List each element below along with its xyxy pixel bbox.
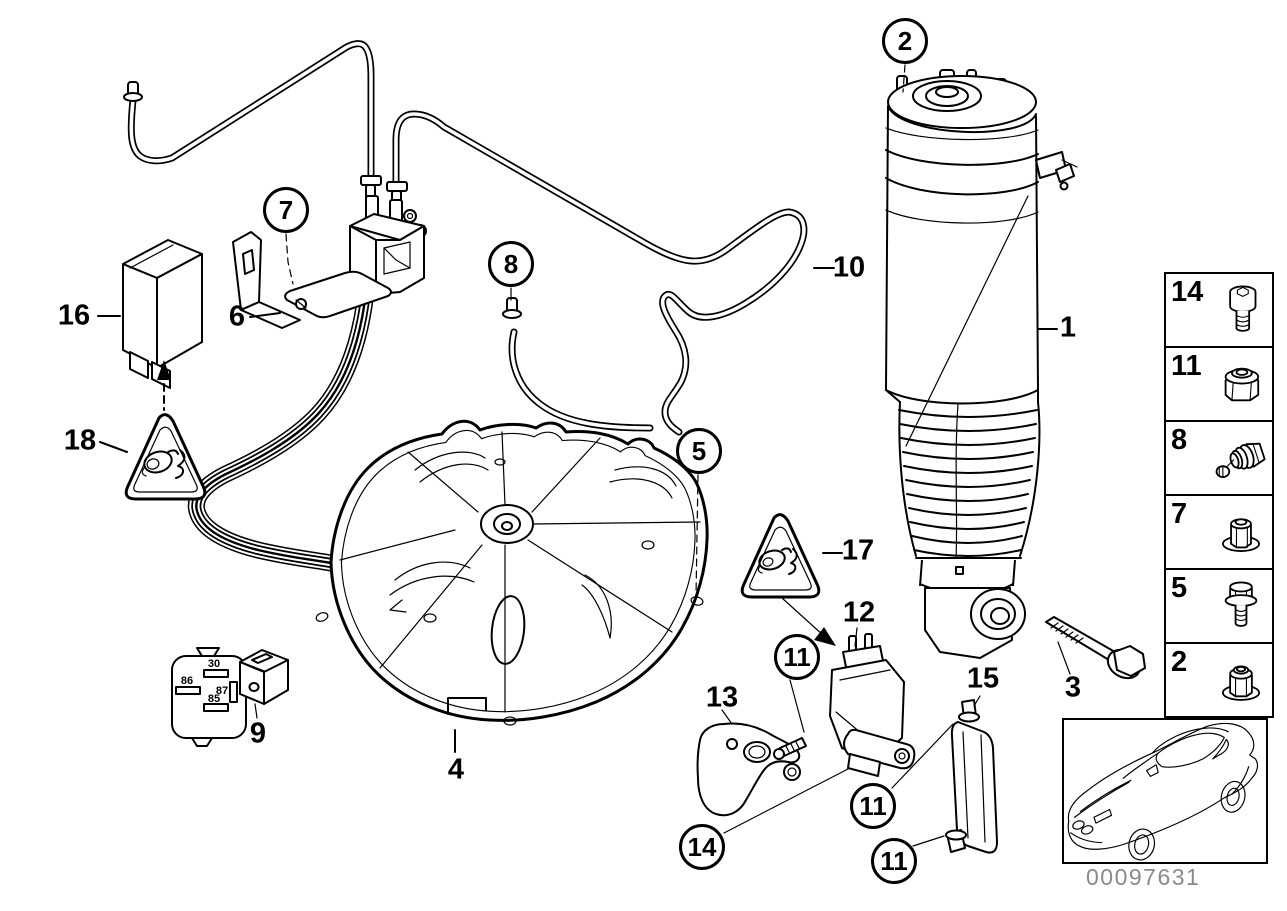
fastener-number: 2: [1171, 646, 1188, 678]
sensor-bracket: [696, 722, 807, 817]
fastener-row-2[interactable]: 2: [1166, 642, 1272, 716]
lock-nut-icon: [1212, 353, 1270, 415]
fastener-row-7[interactable]: 7: [1166, 494, 1272, 568]
fastener-legend: 14 11: [1164, 272, 1274, 718]
callout-circle-14[interactable]: 14: [679, 824, 725, 870]
fastener-row-5[interactable]: 5: [1166, 568, 1272, 642]
pin-label-87: 87: [215, 685, 229, 697]
socket-head-screw-icon: [1212, 279, 1270, 341]
callout-12[interactable]: 12: [842, 596, 876, 629]
bracket-6: [232, 231, 392, 329]
image-code: 00097631: [1086, 864, 1201, 890]
callout-1[interactable]: 1: [1059, 311, 1077, 344]
callout-9[interactable]: 9: [249, 717, 267, 750]
dust-cover-dome: [315, 419, 709, 726]
pin-label-30: 30: [207, 658, 221, 670]
callout-17[interactable]: 17: [841, 534, 875, 567]
relay: [122, 239, 203, 411]
fastener-row-11[interactable]: 11: [1166, 346, 1272, 420]
callout-circle-11c[interactable]: 11: [871, 838, 917, 884]
callout-18[interactable]: 18: [63, 424, 97, 457]
flange-bolt-icon: [1212, 575, 1270, 637]
connector-box: [239, 649, 289, 705]
callout-circle-5[interactable]: 5: [676, 428, 722, 474]
callout-16[interactable]: 16: [57, 299, 91, 332]
vehicle-thumbnail: [1062, 718, 1268, 864]
arrow-up-icon: [157, 360, 171, 380]
flange-lock-nut-icon: [1212, 649, 1270, 711]
height-sensor: [829, 633, 916, 777]
fastener-row-14[interactable]: 14: [1166, 274, 1272, 346]
callout-circle-7[interactable]: 7: [263, 187, 309, 233]
air-spring-strut: [885, 69, 1078, 659]
callout-circle-8[interactable]: 8: [488, 241, 534, 287]
link-rod: [945, 699, 998, 854]
air-line-loop: [386, 114, 804, 432]
air-line-hose: [502, 297, 650, 428]
air-line-fitting-icon: [1212, 427, 1270, 489]
callout-circle-11b[interactable]: 11: [850, 783, 896, 829]
callout-13[interactable]: 13: [705, 681, 739, 714]
callout-6[interactable]: 6: [228, 300, 246, 333]
callout-3[interactable]: 3: [1064, 671, 1082, 704]
leader-lines: [97, 64, 1071, 847]
fastener-number: 8: [1171, 424, 1188, 456]
fastener-number: 5: [1171, 572, 1188, 604]
callout-15[interactable]: 15: [966, 662, 1000, 695]
flange-nut-icon: [1212, 501, 1270, 563]
fastener-row-8[interactable]: 8: [1166, 420, 1272, 494]
pin-label-86: 86: [180, 675, 194, 687]
car-outline-icon: [1067, 722, 1259, 861]
callout-circle-11a[interactable]: 11: [774, 634, 820, 680]
arrow-down-right-icon: [814, 627, 836, 646]
air-line-left: [123, 44, 382, 214]
valve-block: [349, 195, 427, 295]
pin-label-85: 85: [207, 693, 221, 705]
fastener-number: 14: [1171, 276, 1204, 308]
fastener-number: 11: [1171, 350, 1202, 382]
callout-4[interactable]: 4: [447, 753, 465, 786]
callout-circle-2[interactable]: 2: [882, 18, 928, 64]
relay-socket: [171, 647, 247, 747]
callout-10[interactable]: 10: [832, 251, 866, 284]
bolt-3: [1045, 616, 1146, 680]
warning-triangle-17: [740, 513, 836, 646]
warning-triangle-18: [124, 413, 207, 501]
fastener-number: 7: [1171, 498, 1188, 530]
